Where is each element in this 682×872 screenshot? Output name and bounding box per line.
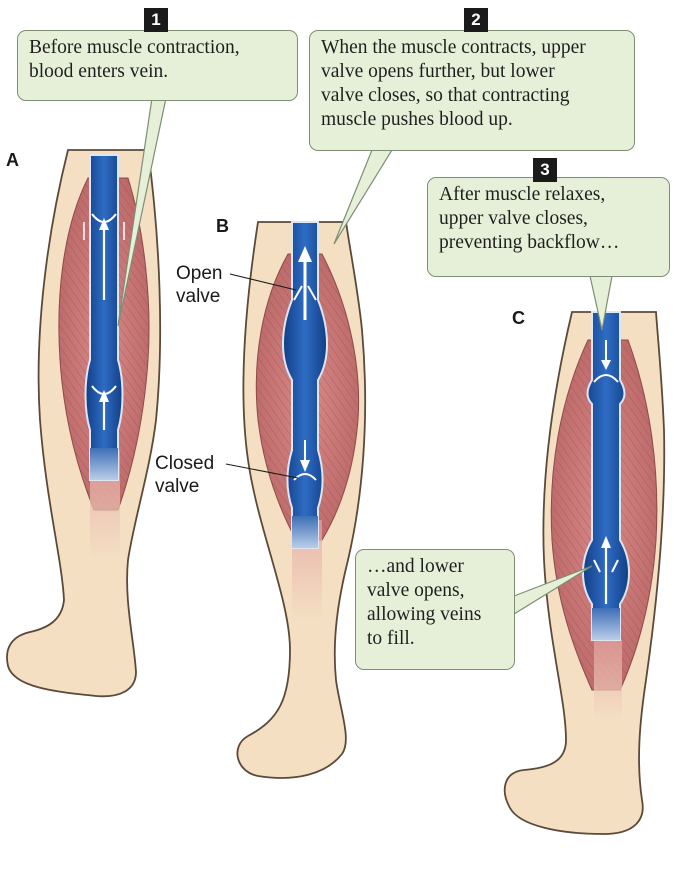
callout-3-line: preventing backflow… [439, 232, 620, 253]
callout-3-line: upper valve closes, [439, 208, 588, 229]
callout-2-line: muscle pushes blood up. [321, 109, 513, 130]
callout-4-line: allowing veins [367, 604, 482, 625]
callout-2-line: When the muscle contracts, upper [321, 37, 586, 58]
callout-4-line: valve opens, [367, 580, 465, 601]
callout-3-line: After muscle relaxes, [439, 184, 606, 205]
panel-label-a: A [6, 150, 19, 170]
callout-step-3: After muscle relaxes, upper valve closes… [427, 177, 670, 277]
callout-4-line: to fill. [367, 628, 415, 649]
callout-2-line: valve closes, so that contracting [321, 85, 570, 106]
leg-c [503, 311, 666, 835]
step-1-badge: 1 [144, 8, 168, 32]
closed-valve-label: Closed valve [155, 452, 214, 498]
panel-label-b: B [216, 216, 229, 236]
callout-2-pointer [333, 149, 394, 245]
callout-4-line: …and lower [367, 556, 464, 577]
step-2-badge: 2 [464, 8, 488, 32]
closed-valve-label-line: Closed [155, 453, 215, 474]
callout-1-line: blood enters vein. [29, 61, 169, 82]
open-valve-label-line: valve [176, 286, 221, 307]
callout-continuation: …and lower valve opens, allowing veins t… [355, 549, 515, 670]
leg-a-vein [84, 154, 124, 481]
panel-label-c: C [512, 308, 525, 328]
callout-2-line: valve opens further, but lower [321, 61, 555, 82]
callout-step-2: When the muscle contracts, upper valve o… [309, 30, 635, 151]
open-valve-label: Open valve [176, 262, 222, 308]
leg-b [236, 221, 367, 779]
closed-valve-leader [225, 463, 299, 479]
callout-step-1: Before muscle contraction, blood enters … [17, 30, 298, 101]
open-valve-leader [229, 273, 297, 291]
open-valve-label-line: Open [176, 263, 223, 284]
leg-a [6, 149, 162, 698]
step-3-badge: 3 [533, 158, 557, 182]
callout-1-line: Before muscle contraction, [29, 37, 240, 58]
closed-valve-label-line: valve [155, 476, 200, 497]
